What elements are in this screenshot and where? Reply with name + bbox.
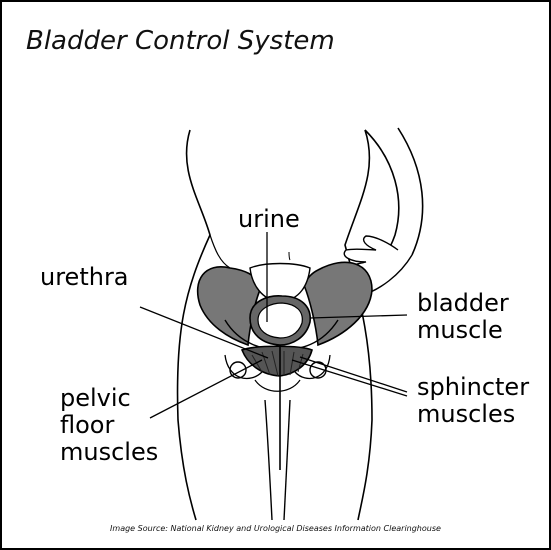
label-bladder-muscle: bladder muscle [417,290,509,344]
label-urethra: urethra [40,264,129,291]
pelvic-floor-leader [150,360,262,418]
label-sphincter-muscles: sphincter muscles [417,374,529,428]
torso-outline [177,130,210,520]
label-urine: urine [238,206,300,233]
label-pelvic-floor-muscles: pelvic floor muscles [60,385,158,466]
navel [289,252,290,260]
bladder-interior [258,303,302,338]
inner-leg-left [265,400,272,520]
waist-curve-left [210,235,230,268]
pelvis-right-wing [304,262,372,345]
inner-leg-right [284,400,290,520]
image-source-caption: Image Source: National Kidney and Urolog… [0,524,551,533]
crotch-line [255,380,300,391]
arm-inner [398,128,423,255]
